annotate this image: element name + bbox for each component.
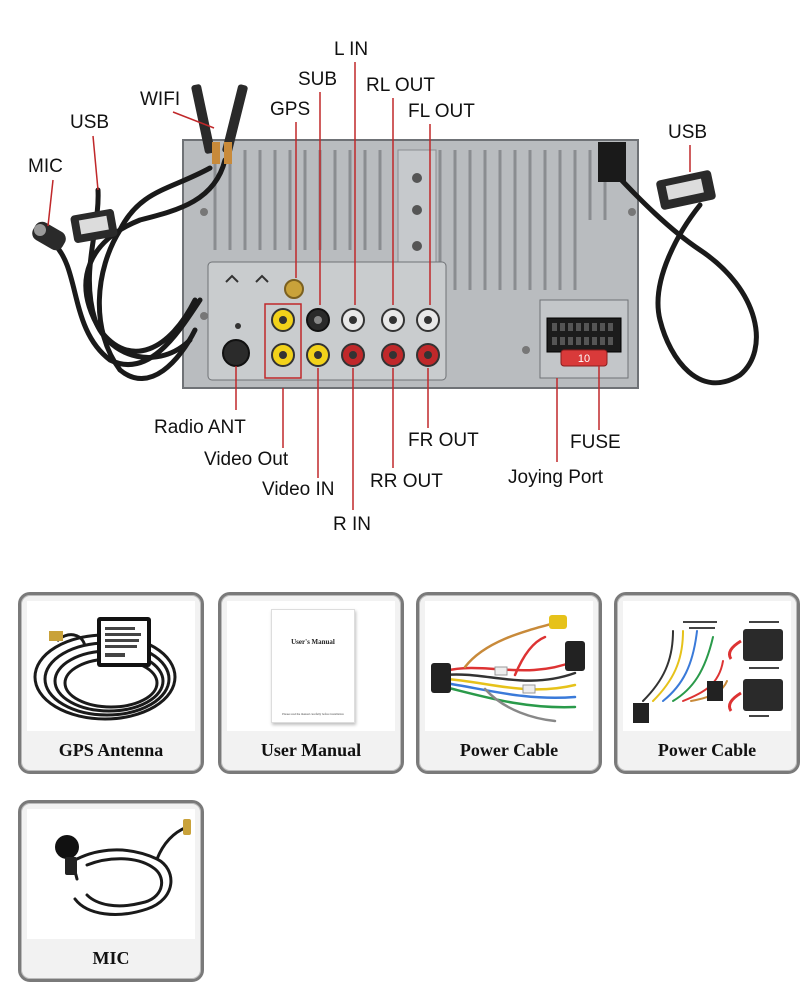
accessory-caption: MIC: [92, 948, 130, 968]
leader-lines: [47, 62, 691, 510]
label-wifi: WIFI: [140, 89, 181, 110]
manual-title: User's Manual: [291, 638, 335, 646]
label-mic: MIC: [28, 156, 63, 177]
label-fl-out: FL OUT: [408, 101, 475, 122]
mic-jack-connector: [32, 221, 66, 251]
label-fr-out: FR OUT: [408, 430, 479, 451]
rca-top-row: [271, 308, 440, 332]
accessory-caption: GPS Antenna: [58, 740, 164, 760]
user-manual-photo: User's Manual Please read the manual car…: [227, 601, 395, 731]
manual-footer: Please read the manual carefully before …: [282, 712, 344, 716]
accessory-card-user-manual: User's Manual Please read the manual car…: [218, 592, 404, 774]
label-video-out: Video Out: [204, 449, 289, 470]
manual-cover: User's Manual Please read the manual car…: [271, 609, 355, 723]
radio-antenna-jack: [222, 339, 250, 367]
accessory-caption: Power Cable: [657, 740, 757, 760]
accessory-card-power-cable-2: Power Cable: [614, 592, 800, 774]
rca-bottom-row: [271, 343, 440, 367]
label-gps: GPS: [270, 99, 311, 120]
accessory-card-mic: MIC: [18, 800, 204, 982]
label-usb-right: USB: [668, 122, 708, 143]
label-rr-out: RR OUT: [370, 471, 443, 492]
accessory-card-power-cable-1: Power Cable: [416, 592, 602, 774]
gps-antenna-photo: [27, 601, 195, 731]
gps-connector: [284, 279, 304, 299]
label-l-in: L IN: [334, 39, 369, 60]
connection-diagram: 10: [28, 39, 759, 535]
label-usb-left: USB: [70, 112, 110, 133]
label-rl-out: RL OUT: [366, 75, 435, 96]
power-cable-photo: [425, 601, 593, 731]
power-cable-diagram-photo: [623, 601, 791, 731]
usb-right-connector: [656, 170, 716, 210]
usb-left-connector: [70, 209, 118, 243]
accessory-caption: User Manual: [260, 740, 362, 760]
fuse: [560, 349, 608, 367]
accessory-card-gps-antenna: GPS Antenna: [18, 592, 204, 774]
label-radio-ant: Radio ANT: [154, 417, 246, 438]
head-unit-illustration: 10: [32, 62, 759, 510]
right-usb-cable: [609, 167, 759, 386]
label-sub: SUB: [298, 69, 338, 90]
accessory-caption: Power Cable: [459, 740, 559, 760]
label-joying-port: Joying Port: [508, 467, 604, 488]
wifi-antennas: [191, 84, 248, 164]
mic-photo: [27, 809, 195, 939]
label-video-in: Video IN: [262, 479, 335, 500]
label-fuse: FUSE: [570, 432, 621, 453]
label-r-in: R IN: [333, 514, 371, 535]
chassis-ribs: [213, 150, 607, 290]
fuse-value: 10: [578, 353, 590, 365]
